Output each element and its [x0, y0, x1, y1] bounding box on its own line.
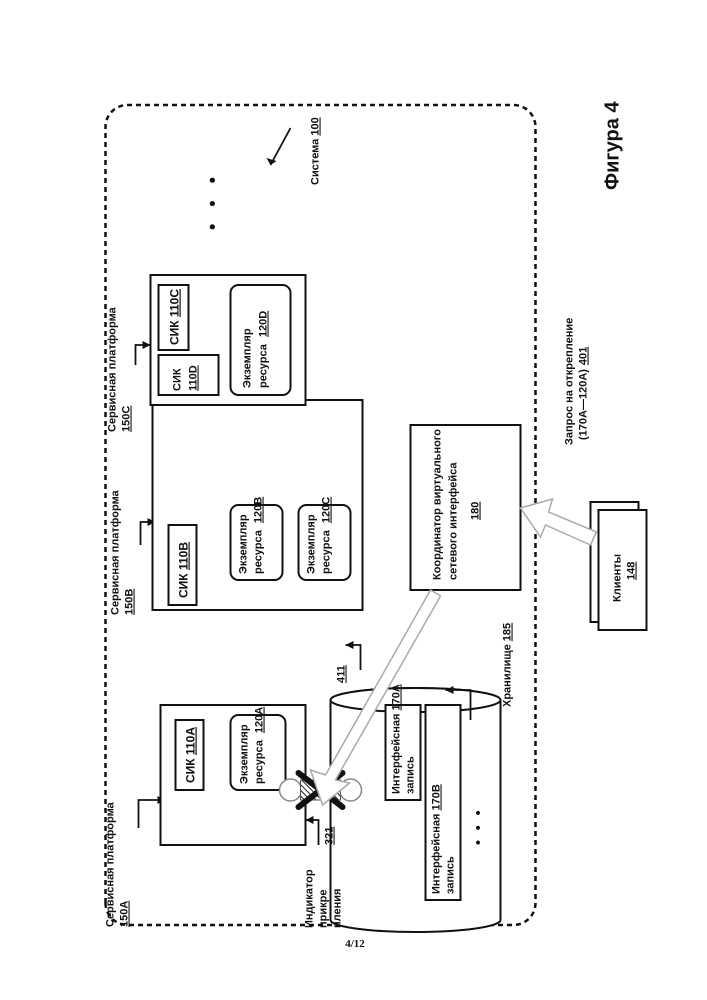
svg-text:запись: запись [444, 856, 456, 894]
records-ellipsis: • • • [469, 808, 485, 845]
svg-text:Клиенты: Клиенты [611, 554, 623, 602]
svg-text:Система 100: Система 100 [309, 117, 321, 185]
svg-text:ресурса 120C: ресурса 120C [320, 497, 332, 574]
svg-text:СИК 110B: СИК 110B [176, 542, 190, 598]
svg-text:СИК 110C: СИК 110C [167, 289, 181, 345]
storage-label: Хранилище 185 [501, 623, 513, 707]
figure-label: Фигура 4 [601, 101, 623, 190]
platform-c-label: Сервисная платформа [106, 306, 118, 432]
arrow-411-ref: 411 [335, 665, 347, 683]
svg-text:ресурса 120B: ресурса 120B [252, 497, 264, 574]
svg-text:Экземпляр: Экземпляр [237, 514, 249, 574]
page-number: 4/12 [335, 938, 375, 950]
svg-text:110D: 110D [187, 365, 199, 391]
svg-text:Экземпляр: Экземпляр [241, 328, 253, 388]
svg-text:Интерфейсная 170B: Интерфейсная 170B [430, 784, 442, 894]
platform-b-ref: 150B [123, 589, 135, 615]
system-pointer-arrow [270, 128, 290, 165]
svg-text:ресурса 120A: ресурса 120A [253, 707, 265, 784]
svg-text:ресурса 120D: ресурса 120D [257, 311, 269, 388]
svg-text:Координатор виртуального: Координатор виртуального [431, 429, 443, 580]
svg-text:Экземпляр: Экземпляр [305, 514, 317, 574]
attachment-indicator-ref: 321 [323, 827, 335, 845]
svg-text:сетевого интерфейса: сетевого интерфейса [447, 462, 459, 580]
platform-a-ref: 150A [118, 901, 130, 927]
request-label: Запрос на открепление(170A—120A)401 [563, 318, 589, 445]
svg-text:СИК: СИК [171, 368, 183, 391]
platform-a-label: Сервисная платформа [104, 801, 116, 927]
svg-text:Интерфейсная 170A: Интерфейсная 170A [390, 684, 402, 794]
platform-b-label: Сервисная платформа [109, 489, 121, 615]
request-arrow-401 [520, 499, 596, 545]
svg-text:Экземпляр: Экземпляр [238, 724, 250, 784]
more-platforms-ellipsis: • • • [202, 171, 222, 230]
platform-c-ref: 150C [120, 406, 132, 432]
svg-text:180: 180 [469, 502, 481, 520]
vnic-coordinator-180 [410, 425, 520, 590]
svg-text:СИК 110A: СИК 110A [183, 727, 197, 783]
svg-text:запись: запись [404, 756, 416, 794]
svg-text:148: 148 [625, 562, 637, 580]
system-label: Система 100 [309, 117, 321, 185]
